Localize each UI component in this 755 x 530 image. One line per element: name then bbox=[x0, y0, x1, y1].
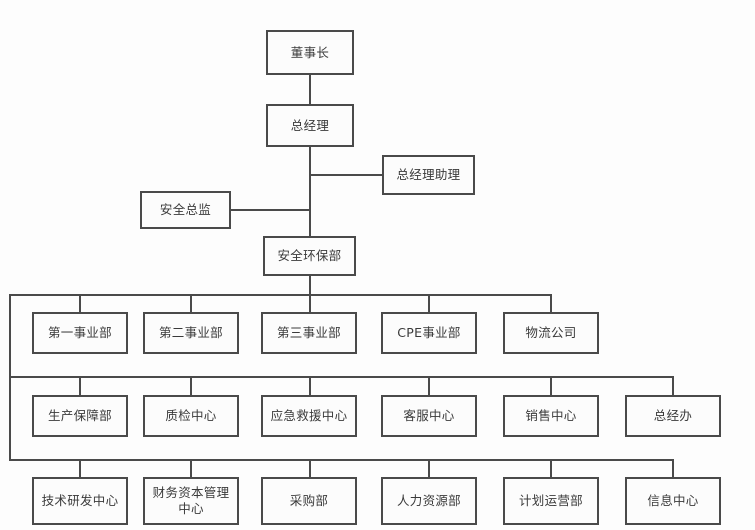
connector-drop-rnd bbox=[79, 459, 81, 477]
org-node-safety-env-dept[interactable]: 安全环保部 bbox=[263, 236, 356, 276]
org-node-division-2[interactable]: 第二事业部 bbox=[143, 312, 239, 354]
org-node-label-chairman: 董事长 bbox=[290, 44, 330, 60]
org-node-label-human-resources: 人力资源部 bbox=[396, 493, 461, 509]
connector-chairman-to-gm bbox=[309, 75, 311, 104]
org-node-planning-operations[interactable]: 计划运营部 bbox=[503, 477, 599, 525]
org-node-emergency-rescue[interactable]: 应急救援中心 bbox=[261, 395, 357, 437]
org-node-label-division-3: 第三事业部 bbox=[276, 325, 341, 341]
org-node-label-planning-operations: 计划运营部 bbox=[518, 493, 583, 509]
org-node-gm-office[interactable]: 总经办 bbox=[625, 395, 721, 437]
org-node-customer-service[interactable]: 客服中心 bbox=[381, 395, 477, 437]
org-node-label-finance-capital: 财务资本管理中心 bbox=[152, 485, 230, 516]
connector-drop-emergency bbox=[309, 376, 311, 395]
org-node-gm-assistant[interactable]: 总经理助理 bbox=[382, 155, 475, 195]
org-node-information-center[interactable]: 信息中心 bbox=[625, 477, 721, 525]
connector-level5-bus bbox=[9, 376, 673, 378]
org-node-label-division-2: 第二事业部 bbox=[158, 325, 223, 341]
connector-drop-customer bbox=[428, 376, 430, 395]
connector-drop-production bbox=[79, 376, 81, 395]
org-node-general-manager[interactable]: 总经理 bbox=[266, 104, 354, 147]
connector-drop-division-cpe bbox=[428, 294, 430, 312]
connector-drop-hr bbox=[428, 459, 430, 477]
org-node-label-emergency-rescue: 应急救援中心 bbox=[270, 408, 348, 424]
org-node-label-division-cpe: CPE事业部 bbox=[397, 325, 461, 341]
org-node-label-gm-assistant: 总经理助理 bbox=[396, 167, 461, 183]
org-node-human-resources[interactable]: 人力资源部 bbox=[381, 477, 477, 525]
org-node-finance-capital[interactable]: 财务资本管理中心 bbox=[143, 477, 239, 525]
org-node-safety-director[interactable]: 安全总监 bbox=[140, 191, 231, 229]
org-node-procurement[interactable]: 采购部 bbox=[261, 477, 357, 525]
org-node-sales-center[interactable]: 销售中心 bbox=[503, 395, 599, 437]
org-node-division-3[interactable]: 第三事业部 bbox=[261, 312, 357, 354]
org-node-label-sales-center: 销售中心 bbox=[525, 408, 577, 424]
connector-drop-quality bbox=[190, 376, 192, 395]
connector-drop-finance bbox=[190, 459, 192, 477]
org-node-chairman[interactable]: 董事长 bbox=[266, 30, 354, 75]
connector-level6-bus bbox=[9, 459, 673, 461]
connector-drop-sales bbox=[550, 376, 552, 395]
org-node-label-quality-inspection: 质检中心 bbox=[165, 408, 217, 424]
org-node-label-division-1: 第一事业部 bbox=[47, 325, 112, 341]
org-node-label-production-support: 生产保障部 bbox=[47, 408, 112, 424]
connector-drop-division-1 bbox=[79, 294, 81, 312]
org-node-label-customer-service: 客服中心 bbox=[403, 408, 455, 424]
org-node-label-procurement: 采购部 bbox=[289, 493, 329, 509]
org-node-logistics-company[interactable]: 物流公司 bbox=[503, 312, 599, 354]
org-node-rnd-center[interactable]: 技术研发中心 bbox=[32, 477, 128, 525]
connector-level4-bus bbox=[9, 294, 551, 296]
org-node-label-gm-office: 总经办 bbox=[653, 408, 693, 424]
connector-safety-env-to-bus bbox=[309, 276, 311, 294]
org-node-label-safety-director: 安全总监 bbox=[159, 202, 212, 218]
connector-drop-logistics bbox=[550, 294, 552, 312]
org-node-label-safety-env-dept: 安全环保部 bbox=[277, 248, 342, 264]
connector-drop-planning bbox=[550, 459, 552, 477]
connector-drop-division-2 bbox=[190, 294, 192, 312]
org-node-quality-inspection[interactable]: 质检中心 bbox=[143, 395, 239, 437]
connector-drop-information bbox=[672, 459, 674, 477]
org-node-label-information-center: 信息中心 bbox=[647, 493, 699, 509]
connector-drop-gm-office bbox=[672, 376, 674, 395]
org-node-label-general-manager: 总经理 bbox=[290, 117, 330, 133]
org-node-label-rnd-center: 技术研发中心 bbox=[41, 493, 119, 509]
connector-gm-down-spine bbox=[309, 147, 311, 236]
org-node-division-1[interactable]: 第一事业部 bbox=[32, 312, 128, 354]
org-node-label-logistics-company: 物流公司 bbox=[525, 325, 577, 341]
connector-drop-division-3 bbox=[309, 294, 311, 312]
connector-drop-procurement bbox=[309, 459, 311, 477]
connector-gm-to-assistant bbox=[309, 174, 382, 176]
org-node-production-support[interactable]: 生产保障部 bbox=[32, 395, 128, 437]
connector-safety-director-to-spine bbox=[231, 209, 311, 211]
org-node-division-cpe[interactable]: CPE事业部 bbox=[381, 312, 477, 354]
